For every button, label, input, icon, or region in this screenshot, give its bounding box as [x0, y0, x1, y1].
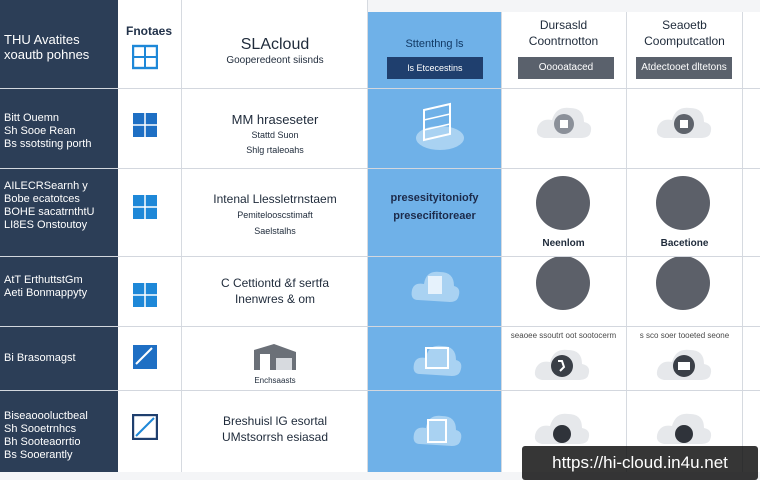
- icon-column-header: Fnotaes: [126, 24, 173, 38]
- col4-badge-row-3: [536, 176, 590, 230]
- col5-badge-row-4: [656, 256, 710, 310]
- cloud-icon: [411, 271, 460, 302]
- row-label-6: Biseaoooluctbeal Sh Sooetrnhcs Bh Sootea…: [4, 410, 88, 461]
- main-line2-row-6: UMstsorrsh esiasad: [221, 430, 329, 444]
- windows-icon: [133, 195, 157, 219]
- cloud-icon: [534, 413, 590, 444]
- col5-header-line2: Coomputcatlon: [644, 34, 725, 48]
- col5-header-line1: Seaoetb: [662, 18, 707, 32]
- main-sub-row-4: Inenwres & om: [234, 292, 316, 306]
- cloud-icon: [656, 413, 712, 444]
- row-divider: [0, 326, 760, 327]
- table-right-edge: [742, 12, 760, 472]
- row-divider: [0, 390, 760, 391]
- platform-icon-column: [118, 0, 182, 472]
- cloud-server-icon: [413, 345, 462, 376]
- row-label-1: THU Avatites xoautb pohnes: [4, 32, 90, 62]
- col5-caption-row-3: Bacetione: [660, 238, 709, 249]
- col5-badge-row-3: [656, 176, 710, 230]
- row-label-4: AtT ErthuttstGm Aeti Bonmappyty: [4, 274, 88, 299]
- windows-icon: [132, 44, 158, 70]
- col4-caption-row-3: Neenlom: [542, 238, 585, 249]
- row-divider: [0, 256, 760, 257]
- main-sub-row-1: Gooperedeont siisnds: [226, 55, 324, 66]
- service-description-column: [182, 0, 368, 472]
- cloud-chat-icon: [656, 349, 712, 380]
- col5-button[interactable]: Atdectooet dltetons: [636, 57, 732, 79]
- col4-header-line2: Coontrnotton: [528, 34, 599, 48]
- col4-header-line1: Dursasld: [539, 18, 588, 32]
- main-title-row-2: MM hraseseter: [231, 112, 319, 127]
- main-title-row-4: C Cettiontd &f sertfa: [220, 276, 330, 290]
- windows-icon: [132, 414, 158, 440]
- cloud-lock-icon: [536, 107, 592, 138]
- highlighted-column: [368, 12, 501, 472]
- main-title-row-3: Intenal Llessletrnstaem: [213, 192, 337, 206]
- highlighted-column-header: Sttenthng ls: [405, 38, 464, 50]
- main-sub2-row-2: Shlg rtaleoahs: [246, 145, 304, 155]
- windows-icon: [133, 345, 157, 369]
- cloud-phone-icon: [534, 349, 590, 380]
- row-divider: [0, 88, 760, 89]
- main-title-row-1: SLAcloud: [240, 36, 310, 53]
- row-label-3: AILECRSearnh y Bobe ecatotces BOHE sacat…: [4, 180, 95, 231]
- windows-icon: [133, 283, 157, 307]
- cloud-server-icon: [413, 415, 462, 446]
- main-caption-row-5: Enchsaasts: [254, 376, 296, 385]
- highlighted-label2-row-3: presecifitoreaer: [393, 210, 476, 222]
- row-divider: [0, 168, 760, 169]
- main-line1-row-6: Breshuisl lG esortal: [222, 414, 328, 428]
- cloud-server-icon: [416, 102, 464, 150]
- main-sub-row-2: Stattd Suon: [251, 130, 299, 140]
- watermark: https://hi-cloud.in4u.net: [522, 446, 758, 480]
- highlighted-label-row-3: presesityitoniofy: [390, 192, 479, 204]
- highlighted-column-button[interactable]: ls Etcecestins: [387, 57, 483, 79]
- row-label-5: Bi Brasomagst: [4, 352, 76, 364]
- col4-small-row-5: seaoee ssoutrt oot sootocerm: [510, 331, 617, 340]
- windows-icon: [133, 113, 157, 137]
- row-label-2: Bitt Ouemn Sh Sooe Rean Bs ssotsting por…: [4, 112, 92, 150]
- col4-badge-row-4: [536, 256, 590, 310]
- col5-small-row-5: s sco soer tooeted seone: [639, 331, 730, 340]
- building-icon: [254, 344, 296, 370]
- cloud-lock-icon: [656, 107, 712, 138]
- col4-button[interactable]: Ooooataced: [518, 57, 614, 79]
- main-sub-row-3: Pemitelooscstimaft: [237, 210, 313, 220]
- row-labels-column: [0, 0, 118, 472]
- main-sub2-row-3: Saelstalhs: [254, 226, 296, 236]
